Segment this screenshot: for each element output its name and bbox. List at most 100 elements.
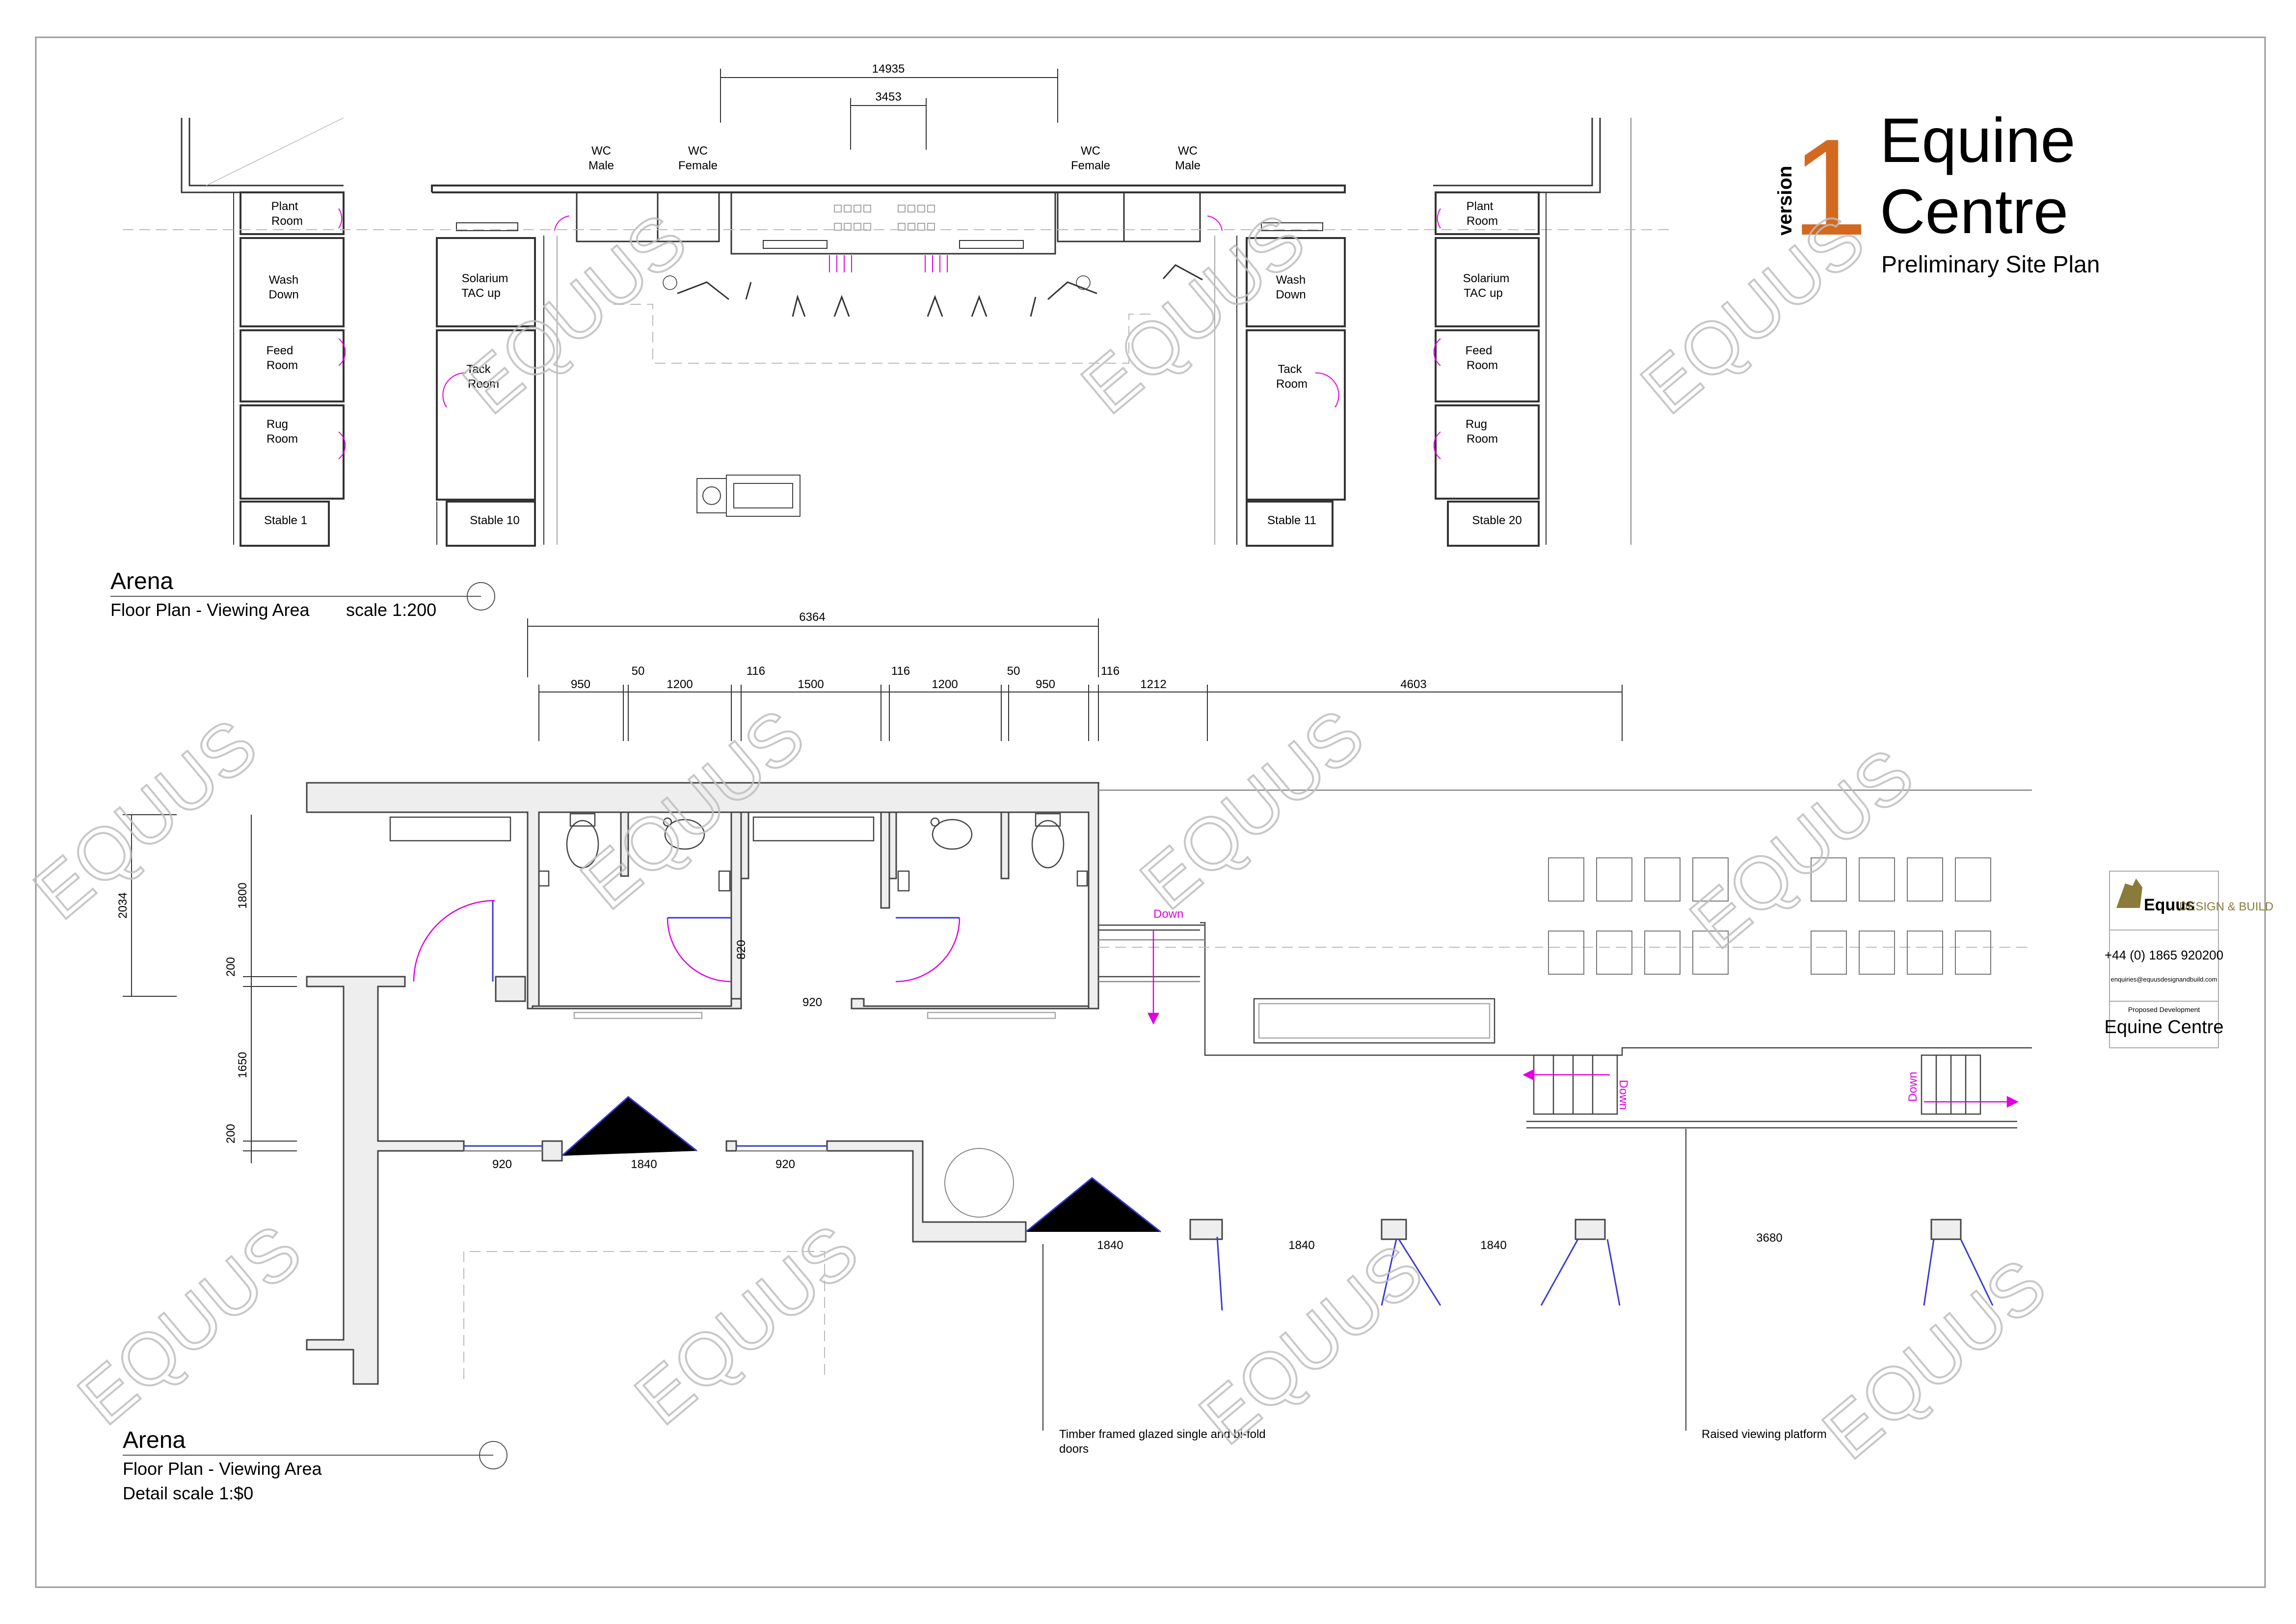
pier [495, 976, 526, 1002]
plan1-subheading: Floor Plan - Viewing Area [110, 600, 310, 620]
room-plant-right [1435, 191, 1540, 235]
planter [1076, 275, 1091, 290]
dim-wc-door: 820 [735, 940, 748, 959]
steps [1533, 1054, 1618, 1115]
watermark-text: EQUUS [448, 198, 702, 429]
dim-bifold: 1840 [1480, 1239, 1506, 1252]
label-female: Female [678, 159, 718, 172]
door-leaves [492, 901, 960, 982]
label-wash: Wash [1276, 273, 1306, 287]
dim-left: 1800 [236, 882, 249, 908]
raised-platform [1098, 782, 2032, 1129]
wc-divider [1000, 811, 1010, 879]
walls [306, 782, 1962, 1385]
label-male: Male [1175, 159, 1201, 172]
wall [1438, 118, 1601, 193]
watermark-text: EQUUS [1125, 693, 1379, 925]
label-room: Room [271, 214, 303, 228]
plan1-scale: scale 1:200 [346, 600, 436, 620]
seats [1548, 857, 1991, 975]
label-solarium: Solarium [462, 272, 508, 285]
dim-chain: 4603 [1400, 678, 1426, 691]
room-feed-right [1435, 329, 1540, 402]
bench [456, 222, 518, 231]
label-rug: Rug [1466, 418, 1487, 431]
vehicle-icon [696, 475, 801, 517]
plan2-title: Arena Floor Plan - Viewing Area Detail s… [123, 1427, 322, 1503]
label-wc: WC [591, 144, 611, 158]
label-female: Female [1071, 159, 1110, 172]
pier [1381, 1219, 1407, 1240]
dim-wc-gap: 920 [802, 996, 822, 1009]
stair-label-down: Down [1153, 907, 1183, 921]
version-word: version [1774, 166, 1796, 236]
logo-word: Equus [2144, 896, 2195, 914]
room-stable-10 [446, 501, 536, 547]
room-feed [240, 329, 345, 402]
room-solarium-right [1435, 237, 1540, 327]
seating [834, 205, 935, 231]
label-room: Room [267, 432, 298, 446]
south-wall [826, 1140, 1027, 1243]
worktop [752, 816, 875, 842]
wc-divider [620, 811, 629, 877]
toilet-cistern-icon [569, 813, 596, 827]
label-down: Down [1276, 288, 1306, 301]
glazed-doors [464, 1096, 1994, 1311]
wc-divider [730, 811, 742, 1000]
detail-plan [306, 782, 2032, 1431]
worktop [389, 816, 511, 842]
label-tack: Tack [1278, 363, 1302, 376]
room-tack-left [436, 329, 536, 501]
toilet-icon [1031, 820, 1065, 869]
wc-partition [532, 998, 742, 1010]
toilet-icon [566, 820, 599, 869]
site-plan [123, 117, 1669, 547]
sheet-border [35, 36, 2266, 1588]
note-doors: Timber framed glazed single and bi-fold [1059, 1428, 1266, 1441]
dim-chain: 1200 [932, 678, 958, 691]
dim-door: 920 [775, 1158, 795, 1171]
dim-chain: 1200 [667, 678, 693, 691]
wc-block-right [1057, 191, 1201, 242]
label-wc: WC [1178, 144, 1198, 158]
watermark-text: EQUUS [620, 1209, 874, 1440]
dim-overall: 6364 [799, 611, 825, 624]
proposed-label: Proposed Development [2128, 1006, 2200, 1013]
label-wash: Wash [269, 273, 298, 287]
note-doors: doors [1059, 1442, 1089, 1456]
dim-inner: 3453 [875, 90, 901, 104]
horse-logo-icon [2116, 879, 2142, 908]
watermark-text: EQUUS [19, 703, 272, 935]
bifold-doors [677, 264, 1203, 317]
project-name: Equine Centre [2105, 1017, 2224, 1038]
watermark-text: EQUUS [1067, 198, 1320, 429]
plan1-labels: 14935 3453 WC Male WC Female WC Female W… [264, 62, 1522, 527]
plan2-dimensions [123, 618, 1623, 1163]
door-swings-detail [413, 900, 961, 983]
stair-arrows [1147, 930, 2019, 1108]
label-stable-1: Stable 1 [264, 514, 307, 527]
plan2-subheading: Floor Plan - Viewing Area [123, 1459, 322, 1479]
label-down: Down [268, 288, 298, 301]
label-room: Room [1467, 432, 1498, 446]
label-room: Room [1467, 214, 1498, 228]
label-wc: WC [1081, 144, 1100, 158]
dim-left: 200 [224, 957, 238, 977]
watermark-text: EQUUS [1808, 1243, 2061, 1475]
basin-icon [664, 819, 705, 850]
logo-tagline: DESIGN & BUILD [2179, 900, 2273, 913]
room-solarium [436, 237, 536, 327]
dim-overall: 14935 [872, 62, 905, 76]
bench [573, 1012, 703, 1019]
wc-divider [888, 811, 897, 879]
watermarks: EQUUS EQUUS EQUUS EQUUS EQUUS EQUUS EQUU… [18, 197, 2062, 1476]
dim-left: 1650 [236, 1052, 249, 1078]
wc-block-left [576, 191, 720, 242]
stairs [829, 255, 948, 272]
path-outline [614, 304, 1153, 364]
title-markers [110, 582, 507, 1469]
label-plant: Plant [1467, 200, 1494, 213]
bench [763, 240, 828, 249]
wall [206, 117, 344, 186]
